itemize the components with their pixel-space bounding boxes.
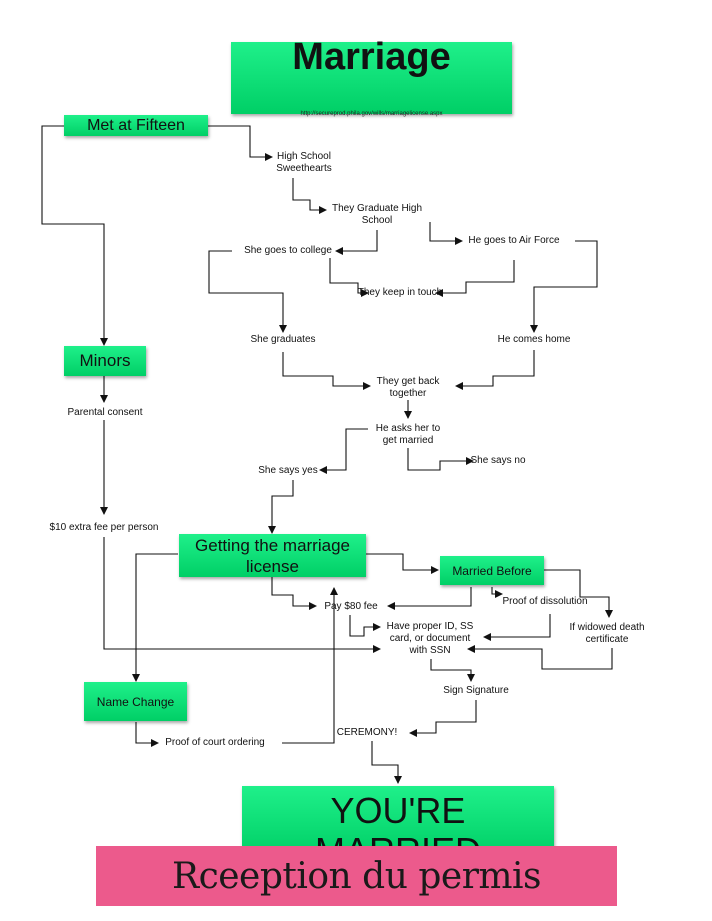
- label-proper-id: Have proper ID, SS card, or document wit…: [386, 621, 474, 656]
- arrow-court-to-pay-fee: [282, 587, 338, 744]
- label-he-goes-to-air-force: He goes to Air Force: [468, 235, 560, 246]
- label-asks-to-marry: He asks her to get married: [375, 423, 441, 446]
- arrow-graduates-to-backtogether: [282, 352, 371, 390]
- arrow-says-yes-to-license: [268, 480, 294, 534]
- box-married-before: Married Before: [440, 556, 544, 585]
- label-she-says-yes: She says yes: [258, 465, 318, 476]
- label-get-back-together: They get back together: [376, 376, 440, 399]
- arrow-sign-to-ceremony: [409, 700, 477, 737]
- arrow-married-before-to-widowed: [544, 569, 613, 618]
- box-getting-marriage-license: Getting the marriage license: [179, 534, 366, 577]
- arrow-namechange-to-court: [135, 722, 159, 747]
- label-keep-in-touch: They keep in touch: [357, 287, 443, 298]
- arrow-met-to-hs: [208, 125, 273, 161]
- label-proof-of-court-ordering: Proof of court ordering: [165, 737, 265, 748]
- title-url: http://secureprod.phila.gov/wills/marria…: [300, 111, 443, 117]
- arrow-license-to-married-before: [366, 553, 439, 574]
- arrow-widowed-to-proper-id: [467, 645, 613, 670]
- box-name-change: Name Change: [84, 682, 187, 721]
- arrow-proper-id-to-sign: [430, 659, 475, 682]
- arrow-airforce-to-keeptouch: [435, 260, 515, 297]
- arrow-comeshome-to-backtogether: [455, 350, 535, 390]
- arrow-airforce-to-comeshome: [530, 240, 598, 333]
- arrow-married-before-to-dissolution: [491, 587, 503, 598]
- label-parental-consent: Parental consent: [67, 407, 143, 418]
- arrow-ceremony-to-married: [371, 741, 402, 784]
- label-ceremony: CEREMONY!: [336, 727, 398, 738]
- title-box: Marriage http://secureprod.phila.gov/wil…: [231, 36, 512, 117]
- label-proof-of-dissolution: Proof of dissolution: [502, 596, 588, 607]
- arrow-pay-fee-to-proper-id: [349, 615, 381, 637]
- arrow-asks-to-says-no: [407, 448, 474, 471]
- label-she-graduates: She graduates: [250, 334, 316, 345]
- arrow-hs-to-graduate: [292, 178, 327, 214]
- arrow-dissolution-to-proper-id: [483, 614, 551, 641]
- arrow-graduate-to-college: [335, 230, 378, 255]
- caption-banner: Rceeption du permis: [96, 846, 617, 906]
- arrow-married-before-to-pay-fee: [387, 587, 472, 610]
- box-met-at-fifteen: Met at Fifteen: [64, 115, 208, 136]
- arrow-met-to-minors: [41, 125, 108, 346]
- label-graduate-high-school: They Graduate High School: [331, 203, 423, 226]
- banner-text: Rceeption du permis: [171, 855, 542, 897]
- arrow-asks-to-says-yes: [319, 428, 368, 474]
- label-he-comes-home: He comes home: [497, 334, 571, 345]
- arrow-extrafee-to-proper-id: [103, 537, 381, 653]
- arrow-license-to-name-change: [132, 553, 178, 682]
- label-high-school-sweethearts: High School Sweethearts: [276, 151, 332, 174]
- box-minors: Minors: [64, 346, 146, 376]
- title-text: Marriage: [292, 36, 451, 78]
- arrow-college-to-graduates: [208, 250, 287, 333]
- arrow-license-to-pay-fee: [271, 577, 317, 610]
- label-pay-80-fee: Pay $80 fee: [324, 601, 378, 612]
- label-she-says-no: She says no: [470, 455, 526, 466]
- label-she-goes-to-college: She goes to college: [244, 245, 332, 256]
- arrow-graduate-to-airforce: [429, 222, 463, 245]
- label-extra-fee: $10 extra fee per person: [49, 522, 159, 533]
- arrow-college-to-keeptouch: [329, 258, 369, 297]
- label-widowed-death-certificate: If widowed death certificate: [569, 622, 645, 645]
- label-sign-signature: Sign Signature: [443, 685, 509, 696]
